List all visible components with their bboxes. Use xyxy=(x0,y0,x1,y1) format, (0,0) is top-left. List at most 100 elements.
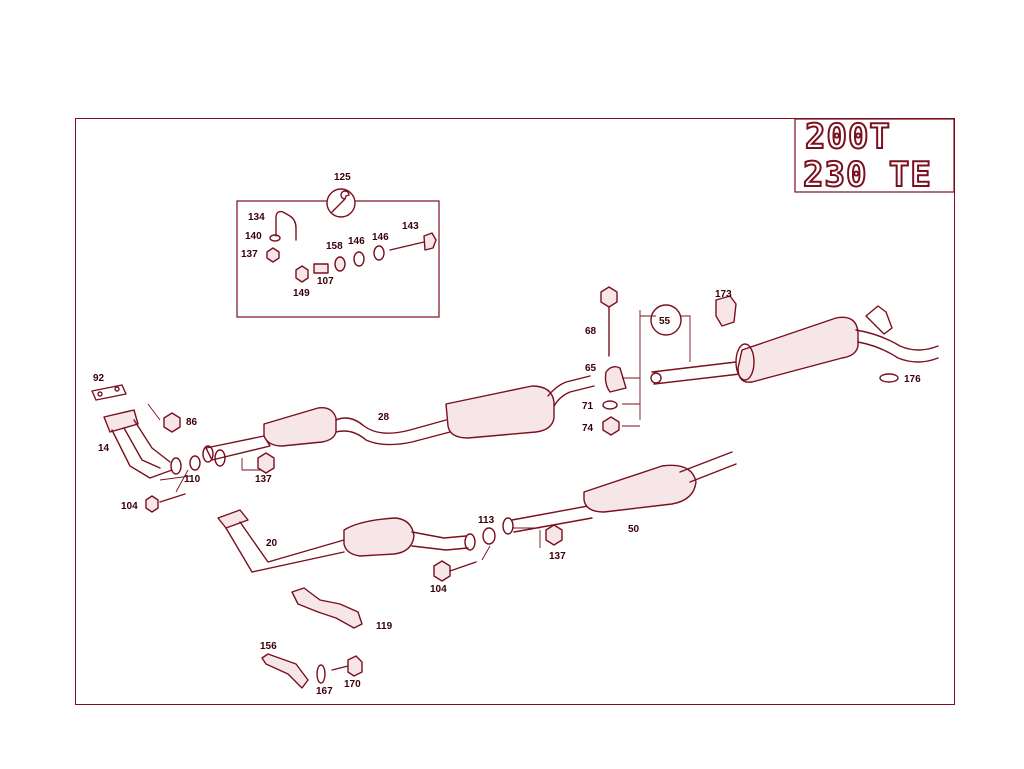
model-230te: 230 TE xyxy=(803,155,932,195)
ring-110a xyxy=(170,457,182,475)
kit-label: 125 xyxy=(334,172,351,183)
pipe-20a xyxy=(225,527,345,573)
callout-55 xyxy=(650,304,682,336)
ring-176 xyxy=(879,373,899,383)
bolt-104a-shank xyxy=(159,493,186,503)
label-167: 167 xyxy=(316,686,333,697)
pipe-20c xyxy=(411,531,467,539)
front-pipe-end xyxy=(202,445,214,463)
inlet-pipe-a xyxy=(651,361,737,373)
nut-137 xyxy=(266,247,280,263)
label-149: 149 xyxy=(293,288,310,299)
nut-149 xyxy=(295,265,309,283)
downpipe-14c xyxy=(133,419,171,463)
u-bolt-134 xyxy=(275,210,297,241)
downpipe-14b xyxy=(123,427,161,469)
hardware-kit-box: 125 134 140 137 149 107 158 146 146 143 xyxy=(236,172,440,318)
label-110: 110 xyxy=(184,474,201,485)
ring-113 xyxy=(482,527,496,545)
label-173: 173 xyxy=(715,289,732,300)
label-74: 74 xyxy=(582,423,594,434)
diagram-frame xyxy=(75,118,955,705)
leader-lines xyxy=(147,403,541,561)
gasket-92-hole xyxy=(97,391,103,397)
bolt-104b-shank xyxy=(449,561,477,572)
rear-muffler-group: 173 176 xyxy=(650,289,939,385)
label-86: 86 xyxy=(186,417,198,428)
label-140: 140 xyxy=(245,231,262,242)
label-156: 156 xyxy=(260,641,277,652)
pipe-50d xyxy=(689,463,737,483)
brackets-group: 119 156 167 170 xyxy=(260,587,393,697)
label-137c: 137 xyxy=(549,551,566,562)
nut-137b xyxy=(257,452,275,474)
rear-muffler-end xyxy=(735,343,755,381)
resonator-outlet-b xyxy=(553,385,595,407)
bolt-68-head xyxy=(600,286,618,308)
pipe-50c xyxy=(679,451,733,473)
leader-set xyxy=(147,403,541,561)
pipe-50b xyxy=(513,517,593,533)
washer-71 xyxy=(602,400,618,410)
bolt-170-shank xyxy=(331,665,349,671)
spacer-107 xyxy=(313,263,329,274)
label-137b: 137 xyxy=(255,474,272,485)
label-104b: 104 xyxy=(430,584,447,595)
model-badge: 200T 230 TE xyxy=(794,116,955,196)
catalytic-converter-2 xyxy=(343,517,415,557)
pipe-20d xyxy=(411,545,469,551)
downpipe-14a xyxy=(111,429,173,479)
nut-74 xyxy=(602,416,620,436)
resonator-outlet-a xyxy=(547,375,591,397)
label-68: 68 xyxy=(585,326,597,337)
washer-146a xyxy=(353,251,365,267)
pipe-20b xyxy=(239,521,345,563)
tail-bracket xyxy=(865,305,893,335)
rear-hanger-group: 68 65 71 74 55 xyxy=(582,286,691,436)
callout-55-leaders xyxy=(622,310,691,427)
wrench-icon xyxy=(331,190,350,213)
inlet-pipe-b xyxy=(653,373,741,385)
label-28: 28 xyxy=(378,412,390,423)
bolt-170-head xyxy=(347,655,363,677)
label-158: 158 xyxy=(326,241,343,252)
label-146b: 146 xyxy=(372,232,389,243)
label-65: 65 xyxy=(585,363,597,374)
tail-pipe-b xyxy=(857,341,939,363)
bolt-104a-head xyxy=(145,495,159,513)
pipe-28b xyxy=(335,430,451,446)
washer-146b xyxy=(373,245,385,261)
tail-pipe-a xyxy=(855,329,939,351)
front-pipe-end xyxy=(214,449,226,467)
flange-20 xyxy=(217,509,249,529)
catalytic-converter xyxy=(263,407,337,447)
label-170: 170 xyxy=(344,679,361,690)
label-119: 119 xyxy=(376,621,393,632)
rubber-mount-173 xyxy=(715,295,737,327)
gasket-92 xyxy=(91,384,127,401)
label-113: 113 xyxy=(478,515,495,526)
pipe-50-inlet xyxy=(502,517,514,535)
upper-exhaust-line: 14 92 86 110 104 137 28 xyxy=(91,373,595,513)
lower-exhaust-line: 20 104 113 137 50 xyxy=(217,451,737,595)
bolt-143-head xyxy=(423,232,437,251)
front-pipe xyxy=(205,435,271,461)
label-14: 14 xyxy=(98,443,110,454)
clamp-65 xyxy=(604,365,627,393)
spacer-167 xyxy=(316,664,326,684)
pipe-28a xyxy=(335,417,447,434)
model-200t: 200T xyxy=(805,117,891,157)
label-55: 55 xyxy=(659,316,671,327)
bolt-143-shank xyxy=(389,241,425,251)
label-176: 176 xyxy=(904,374,921,385)
inlet-clamp xyxy=(650,372,662,384)
nut-137c xyxy=(545,524,563,546)
strap-156 xyxy=(261,653,309,689)
label-134: 134 xyxy=(248,212,265,223)
label-146a: 146 xyxy=(348,236,365,247)
nut-86 xyxy=(163,412,181,433)
pipe-20-end xyxy=(464,533,476,551)
label-20: 20 xyxy=(266,538,278,549)
label-107: 107 xyxy=(317,276,334,287)
